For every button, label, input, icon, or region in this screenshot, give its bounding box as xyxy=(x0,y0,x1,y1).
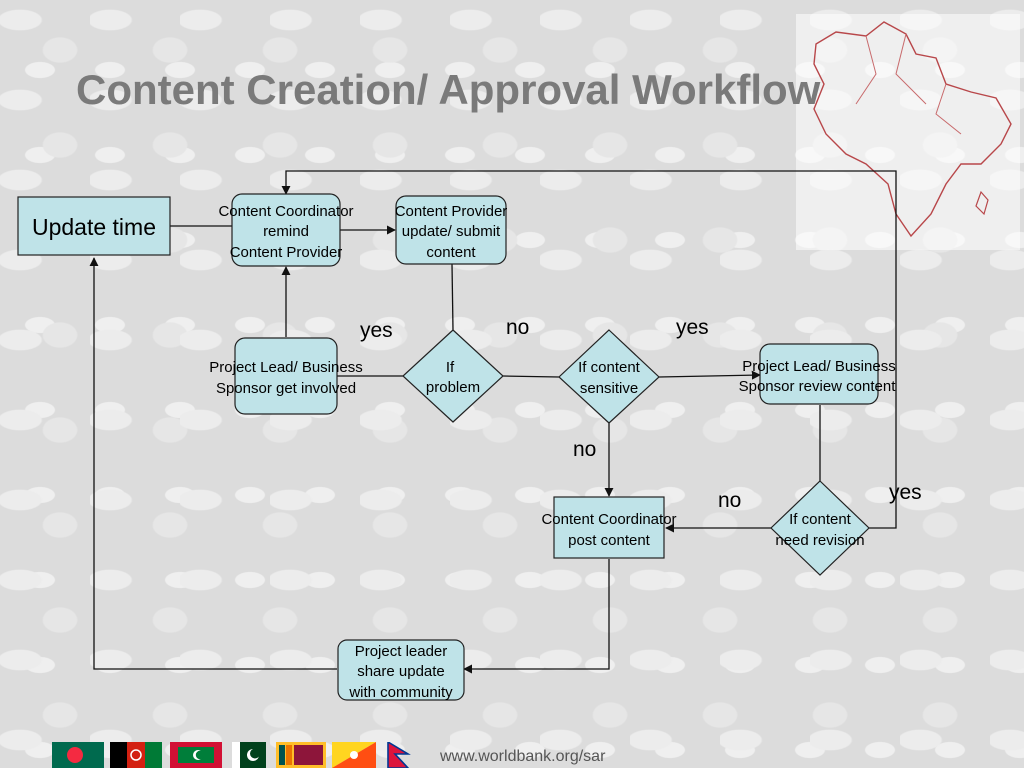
svg-text:with community: with community xyxy=(348,684,453,701)
label-problem-no: no xyxy=(506,316,529,339)
bhutan-flag xyxy=(332,742,376,768)
svg-text:problem: problem xyxy=(426,379,480,396)
node-if-sensitive: If content sensitive xyxy=(558,329,660,424)
svg-text:If content: If content xyxy=(789,511,852,528)
node-lead-involved: Project Lead/ Business Sponsor get invol… xyxy=(209,337,363,415)
node-if-revision: If content need revision xyxy=(770,480,870,576)
svg-text:Content Provider: Content Provider xyxy=(230,244,343,261)
label-revision-no: no xyxy=(718,489,741,512)
svg-text:If: If xyxy=(446,359,455,376)
node-update-time: Update time xyxy=(17,196,171,256)
bangladesh-flag xyxy=(52,742,104,768)
svg-text:Content Provider: Content Provider xyxy=(395,203,508,220)
svg-text:update/ submit: update/ submit xyxy=(402,223,501,240)
svg-text:Project Lead/ Business: Project Lead/ Business xyxy=(209,359,362,376)
svg-text:Project leader: Project leader xyxy=(355,643,448,660)
edge-revision-to-remind xyxy=(281,170,897,529)
node-coordinator-post: Content Coordinator post content xyxy=(541,496,677,559)
svg-text:need revision: need revision xyxy=(775,532,864,549)
svg-text:Content Coordinator: Content Coordinator xyxy=(218,203,353,220)
node-coordinator-remind: Content Coordinator remind Content Provi… xyxy=(218,193,354,267)
svg-text:Project Lead/ Business: Project Lead/ Business xyxy=(742,358,895,375)
node-lead-review: Project Lead/ Business Sponsor review co… xyxy=(739,343,897,405)
afghanistan-flag xyxy=(110,742,162,768)
label-problem-yes: yes xyxy=(360,319,393,342)
svg-text:Content Coordinator: Content Coordinator xyxy=(541,511,676,528)
svg-text:share update: share update xyxy=(357,663,445,680)
node-provider-update: Content Provider update/ submit content xyxy=(395,195,508,265)
pakistan-flag xyxy=(232,742,266,768)
edge-post-to-share xyxy=(463,559,610,674)
node-leader-share: Project leader share update with communi… xyxy=(337,639,465,701)
node-if-problem: If problem xyxy=(402,329,504,423)
edge-share-to-update xyxy=(89,257,337,670)
label-revision-yes: yes xyxy=(889,481,922,504)
sri-lanka-flag xyxy=(276,742,326,768)
svg-text:post content: post content xyxy=(568,532,651,549)
svg-text:content: content xyxy=(426,244,476,261)
nepal-flag xyxy=(387,742,411,768)
svg-text:remind: remind xyxy=(263,223,309,240)
svg-text:If content: If content xyxy=(578,359,641,376)
footer-url: www.worldbank.org/sar xyxy=(440,748,606,765)
label-sensitive-no: no xyxy=(573,438,596,461)
svg-text:sensitive: sensitive xyxy=(580,380,638,397)
edge-sensitive-to-review xyxy=(658,370,761,380)
svg-text:Update time: Update time xyxy=(32,214,156,240)
south-asia-map-decoration xyxy=(796,14,1020,250)
edge-provider-to-problem xyxy=(451,263,454,331)
slide-title: Content Creation/ Approval Workflow xyxy=(76,66,821,113)
svg-text:Sponsor review content: Sponsor review content xyxy=(739,378,897,395)
label-sensitive-yes: yes xyxy=(676,316,709,339)
maldives-flag xyxy=(170,742,222,768)
connectors xyxy=(89,170,897,674)
edge-problem-to-sensitive xyxy=(502,375,560,378)
svg-text:Sponsor get involved: Sponsor get involved xyxy=(216,380,356,397)
